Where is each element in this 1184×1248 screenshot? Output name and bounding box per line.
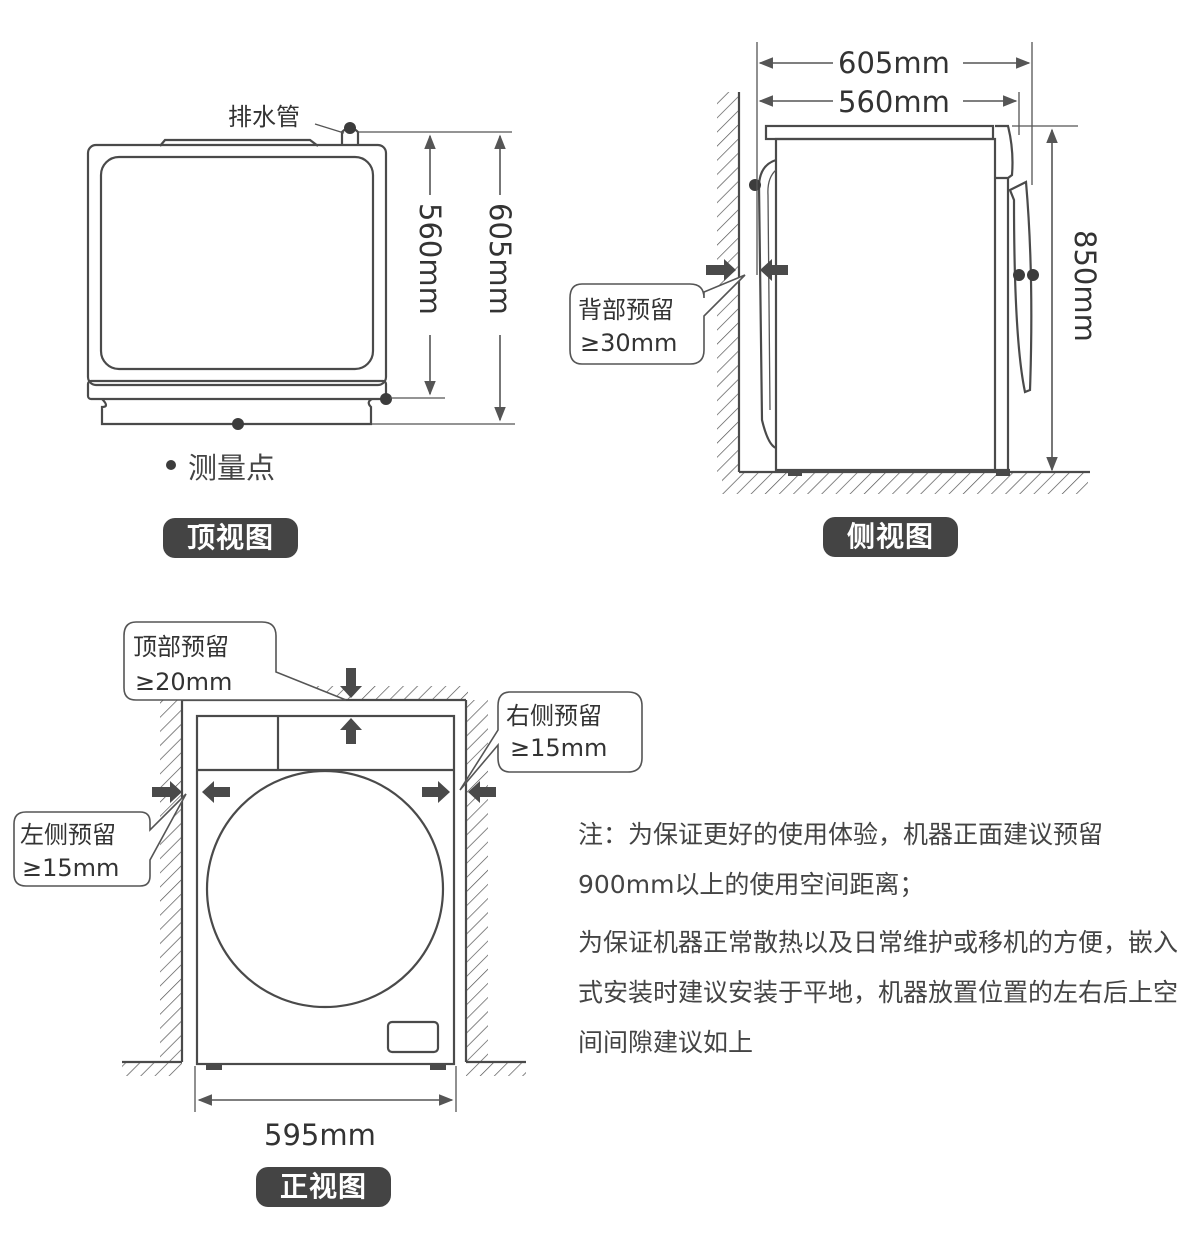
- right-clearance-value: ≥15mm: [510, 734, 607, 762]
- left-clearance-value: ≥15mm: [22, 854, 119, 882]
- front-view-drawing: [13, 621, 643, 1112]
- drain-pipe-label: 排水管: [228, 103, 300, 131]
- right-clearance-label: 右侧预留: [506, 702, 602, 730]
- measure-point-dot: [344, 122, 356, 134]
- legend-dot-icon: [166, 460, 176, 470]
- top-view-drawing: [86, 122, 515, 430]
- measure-point-dot: [380, 393, 392, 405]
- front-view-badge: 正视图: [256, 1167, 391, 1207]
- side-view-drawing: [569, 42, 1090, 494]
- measure-point-legend: 测量点: [188, 451, 275, 485]
- front-view-width: 595mm: [264, 1118, 376, 1152]
- side-view-height: 850mm: [1068, 230, 1102, 342]
- back-clearance-label: 背部预留: [578, 296, 674, 324]
- side-view-depth-total: 605mm: [838, 46, 950, 80]
- top-view-depth-total: 605mm: [483, 203, 517, 315]
- top-clearance-value: ≥20mm: [135, 668, 232, 696]
- side-view-badge: 侧视图: [823, 517, 958, 557]
- note-front-space: 注：为保证更好的使用体验，机器正面建议预留900mm以上的使用空间距离；: [578, 820, 1104, 899]
- top-view-badge: 顶视图: [163, 518, 298, 558]
- top-view-depth-body: 560mm: [413, 203, 447, 315]
- side-view-depth-body: 560mm: [838, 85, 950, 119]
- back-clearance-value: ≥30mm: [580, 329, 677, 357]
- measure-point-dot: [232, 418, 244, 430]
- top-clearance-label: 顶部预留: [133, 633, 229, 661]
- left-clearance-label: 左侧预留: [20, 821, 116, 849]
- note-installation: 为保证机器正常散热以及日常维护或移机的方便，嵌入式安装时建议安装于平地，机器放置…: [578, 928, 1179, 1057]
